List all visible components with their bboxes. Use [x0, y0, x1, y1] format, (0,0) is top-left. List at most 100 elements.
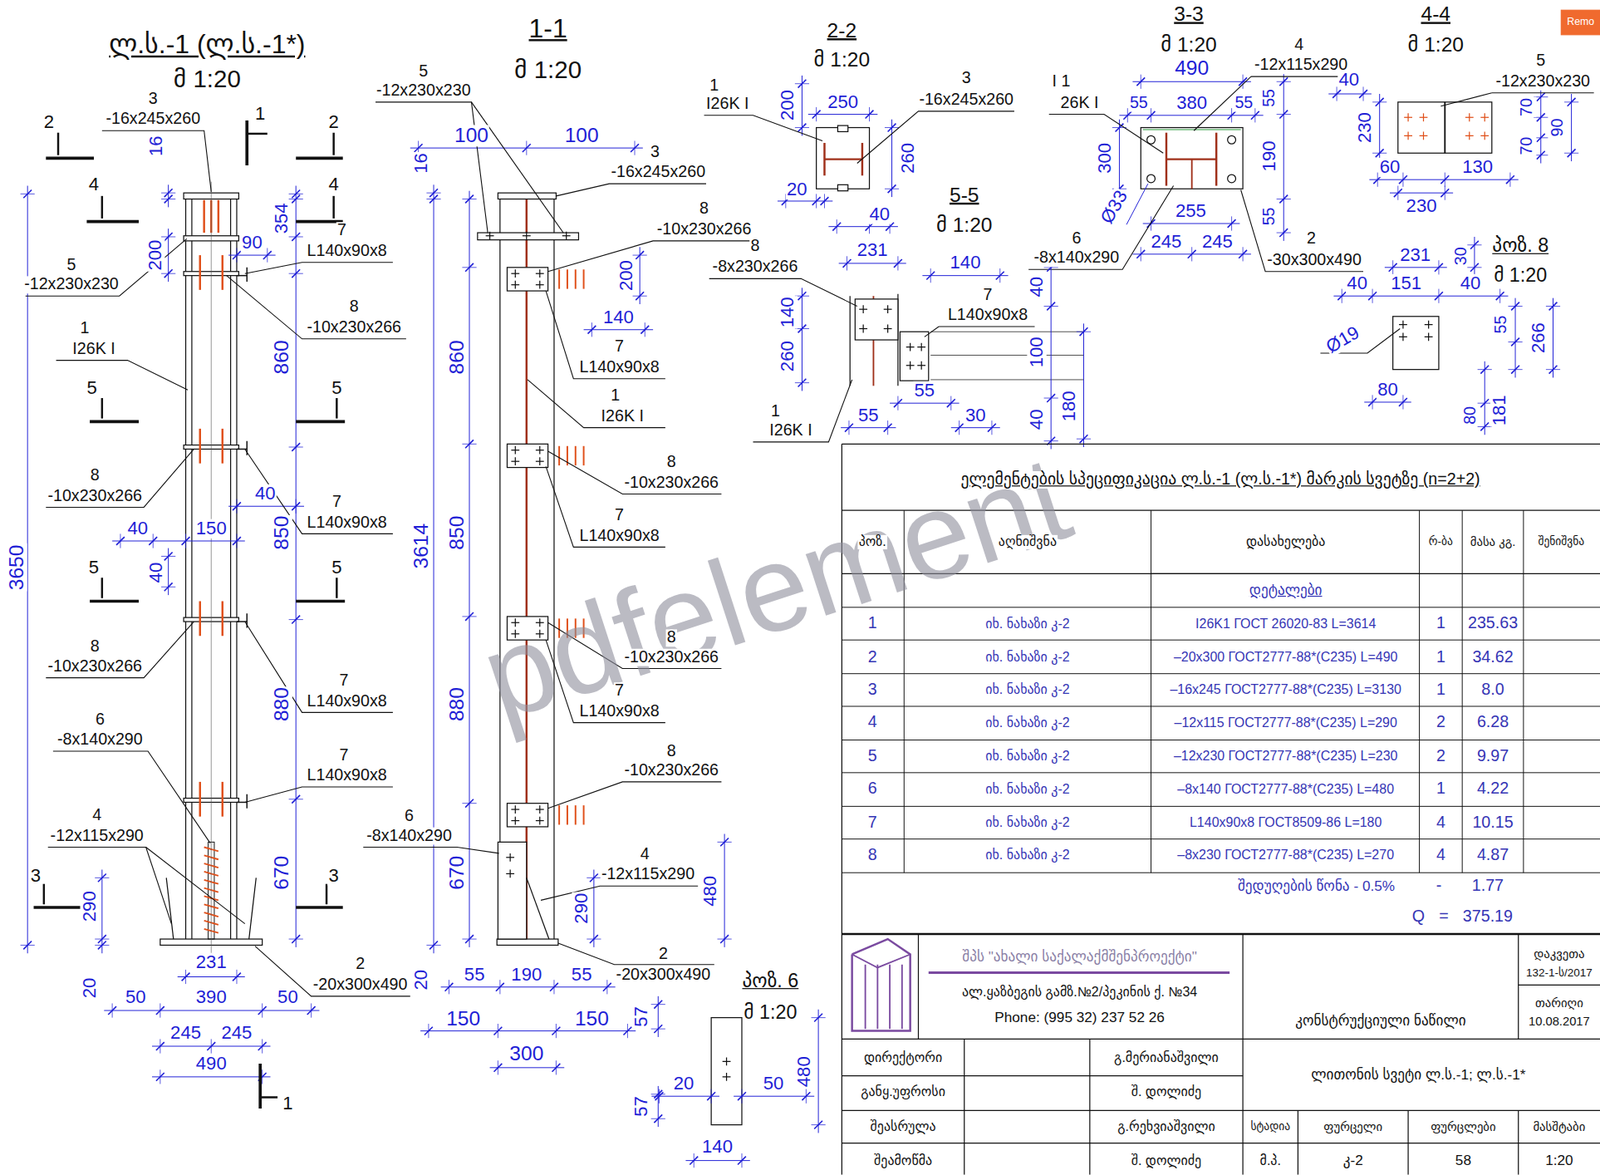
extension-line — [261, 1069, 263, 1084]
extension-line — [651, 1093, 666, 1095]
dimension-text: 40 — [126, 519, 149, 539]
extension-line — [185, 969, 187, 984]
leader-line — [245, 448, 393, 534]
extension-line — [868, 107, 870, 122]
table-cell: 4 — [1435, 814, 1447, 832]
extension-line — [20, 193, 35, 195]
column-web — [525, 199, 528, 940]
callout-label: L140x90x8 — [947, 306, 1030, 324]
dimension-line — [1379, 93, 1380, 162]
section-marker — [34, 905, 83, 909]
leader-line — [857, 111, 1015, 164]
extension-line — [795, 382, 810, 383]
dimension-text: 670 — [270, 853, 293, 890]
extension-line — [159, 1038, 161, 1053]
table-cell: 3 — [867, 681, 879, 699]
table-cell: 1.77 — [1471, 877, 1506, 895]
callout-label: -12x230x230 — [1494, 73, 1591, 91]
bolt-symbol — [539, 280, 540, 290]
bolt-symbol — [515, 804, 516, 814]
bolt-symbol — [1484, 131, 1486, 140]
extension-line — [119, 533, 121, 548]
extension-line — [161, 586, 176, 588]
callout-label: 6 — [94, 711, 106, 729]
bolt-hole — [1147, 174, 1156, 183]
extension-line — [1564, 152, 1579, 154]
extension-line — [1372, 394, 1374, 409]
callout-label: შენიშვნა — [1536, 535, 1586, 548]
dimension-text: 40 — [1458, 274, 1482, 294]
leader-line — [1241, 189, 1364, 271]
drawing-line — [841, 1074, 1243, 1076]
callout-label: ლ.ს.-1 (ლ.ს.-1*) — [107, 30, 307, 59]
table-cell: იხ. ნახაზი კ-2 — [984, 749, 1071, 764]
dimension-line — [103, 1010, 320, 1012]
dimension-text: 70 — [1518, 97, 1537, 118]
dimension-line — [1389, 192, 1453, 194]
steel-plate — [477, 232, 580, 241]
callout-label: L140x90x8 — [578, 702, 661, 721]
dimension-text: 140 — [778, 295, 798, 329]
extension-line — [1076, 438, 1091, 440]
callout-label: ფურცელი — [1322, 1119, 1384, 1133]
table-cell: 2 — [1435, 713, 1447, 732]
callout-label: 1 — [78, 319, 90, 338]
dimension-text: 40 — [254, 484, 277, 504]
dimension-text: 860 — [446, 338, 468, 375]
extension-line — [658, 1089, 660, 1104]
dimension-text: 300 — [508, 1042, 545, 1065]
extension-line — [94, 938, 109, 940]
steel-plate — [854, 299, 899, 340]
dimension-line — [27, 186, 29, 954]
dimension-text: 180 — [1060, 389, 1080, 423]
callout-label: 5 — [330, 377, 344, 398]
section-marker — [101, 397, 104, 419]
drawing-line — [963, 1038, 965, 1174]
dimension-text: 490 — [1173, 57, 1210, 79]
column-section — [824, 157, 862, 160]
callout-label: -16x245x260 — [609, 163, 707, 182]
extension-line — [1499, 289, 1501, 304]
callout-label: -10x230x266 — [46, 657, 143, 676]
leader-line — [363, 847, 499, 854]
drawing-line — [841, 1142, 1600, 1144]
gusset-plate — [249, 877, 257, 939]
table-cell: 1 — [1435, 780, 1447, 798]
callout-label: -12x115x290 — [600, 865, 697, 884]
leader-line — [56, 360, 188, 391]
dimension-text: 140 — [948, 252, 982, 272]
dimension-text: Ø33 — [1096, 186, 1132, 228]
callout-label: აღნიშვნა — [997, 534, 1059, 550]
table-rule — [1522, 510, 1524, 873]
company-logo — [901, 964, 904, 1029]
table-cell: იხ. ნახაზი კ-2 — [984, 715, 1071, 730]
gusset-plate — [166, 877, 174, 939]
dimension-line — [922, 274, 1008, 276]
extension-line — [553, 979, 555, 994]
drawing-line — [1517, 933, 1519, 1040]
angle-cleat — [236, 274, 247, 276]
bolt-symbol — [1428, 332, 1429, 341]
extension-line — [884, 127, 899, 128]
callout-label: -8x140x290 — [365, 827, 453, 845]
dimension-text: 266 — [1529, 321, 1549, 354]
bolt-symbol — [1402, 332, 1404, 341]
dimension-line — [685, 1159, 750, 1161]
steel-plate — [497, 192, 556, 199]
dimension-line — [1119, 114, 1263, 116]
callout-label: შეასრულა — [868, 1119, 937, 1134]
callout-label: ალ.ყაზბეგის გამზ.№2/პეკინის ქ. №34 — [961, 985, 1199, 1000]
extension-line — [606, 979, 608, 994]
company-logo — [852, 938, 911, 1031]
dimension-text: 90 — [240, 233, 264, 253]
callout-label: 1 — [708, 77, 720, 95]
section-marker — [335, 397, 338, 419]
table-cell: იხ. ნახაზი კ-2 — [984, 682, 1071, 697]
callout-label: -8x140x290 — [1032, 249, 1120, 267]
table-cell: იხ. ნახაზი კ-2 — [984, 616, 1071, 631]
extension-line — [426, 944, 441, 946]
weld-mark — [558, 804, 560, 825]
callout-label: 2 — [1305, 230, 1317, 248]
table-rule — [841, 838, 1600, 840]
callout-label: L140x90x8 — [305, 766, 388, 785]
